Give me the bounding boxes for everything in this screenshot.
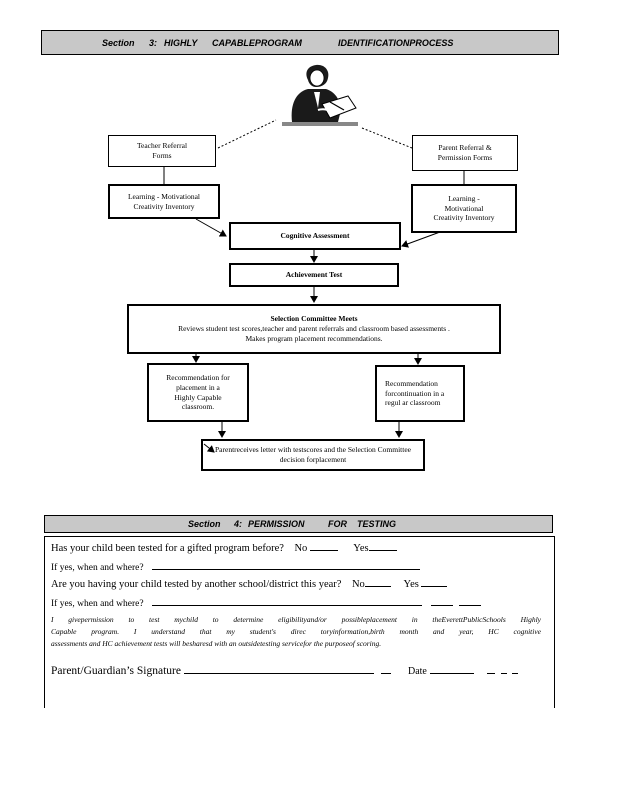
tested-before-yes-label: Yes <box>353 543 369 554</box>
section-3-header: Section 3: HIGHLY CAPABLEPROGRAM IDENTIF… <box>41 30 559 55</box>
tested-before-followup-label: If yes, when and where? <box>51 563 144 573</box>
other-district-no-label: No <box>351 579 365 590</box>
question-tested-before: Has your child been tested for a gifted … <box>51 543 284 554</box>
parent-referral-box: Parent Referral & Permission Forms <box>412 135 518 171</box>
learning-inventory-right-box: Learning - Motivational Creativity Inven… <box>411 184 517 233</box>
selection-committee-text-2: Makes program placement recommendations. <box>245 333 383 343</box>
date-label: Date <box>407 666 427 677</box>
section-3-word-2: CAPABLEPROGRAM <box>212 37 302 48</box>
teacher-referral-box: Teacher Referral Forms <box>108 135 216 167</box>
section-4-header: Section 4: PERMISSION FOR TESTING <box>44 515 553 533</box>
tested-before-when-where-field[interactable] <box>152 560 421 570</box>
selection-committee-title: Selection Committee Meets <box>270 314 358 324</box>
selection-committee-box: Selection Committee Meets Reviews studen… <box>127 304 501 354</box>
signature-field[interactable] <box>183 664 374 674</box>
section-4-word-2: FOR <box>328 519 347 529</box>
tested-before-followup-row: If yes, when and where? <box>51 560 421 573</box>
selection-committee-text-1: Reviews student test scores,teacher and … <box>178 324 450 334</box>
cognitive-assessment-box: Cognitive Assessment <box>229 222 401 250</box>
parent-receives-letter-box: Parentreceives letter with testscores an… <box>201 439 425 471</box>
date-field-4[interactable] <box>512 664 519 674</box>
section-4-number: 4: <box>234 519 243 529</box>
tested-before-no-field[interactable] <box>309 541 338 551</box>
signature-row: Parent/Guardian’s Signature Date <box>51 664 519 677</box>
teacher-clipart <box>282 64 358 126</box>
question-tested-before-row: Has your child been tested for a gifted … <box>51 541 397 554</box>
other-district-when-where-field[interactable] <box>152 596 423 606</box>
date-field-3[interactable] <box>500 664 507 674</box>
recommendation-placement-box: Recommendation for placement in a Highly… <box>147 363 249 422</box>
signature-label: Parent/Guardian’s Signature <box>51 665 181 677</box>
section-4-word-3: TESTING <box>357 519 397 529</box>
signature-field-end[interactable] <box>380 664 391 674</box>
other-district-when-where-field-2[interactable] <box>430 596 453 606</box>
other-district-when-where-field-3[interactable] <box>459 596 482 606</box>
other-district-yes-field[interactable] <box>421 577 448 587</box>
question-other-district-row: Are you having your child tested by anot… <box>51 577 448 590</box>
section-4-label: Section <box>188 519 221 529</box>
permission-line-2: Capable program. I understand that my st… <box>51 627 541 636</box>
permission-statement: I givepermission to test mychild to dete… <box>51 614 541 650</box>
date-field-2[interactable] <box>486 664 495 674</box>
section-4-word-1: PERMISSION <box>248 519 305 529</box>
tested-before-no-label: No <box>294 543 308 554</box>
section-3-number: 3: <box>149 37 158 48</box>
other-district-followup-row: If yes, when and where? <box>51 596 482 609</box>
other-district-followup-label: If yes, when and where? <box>51 599 144 609</box>
date-field[interactable] <box>429 664 474 674</box>
permission-line-3: assessments and HC achievement tests wil… <box>51 639 382 648</box>
section-3-label: Section <box>102 37 135 48</box>
learning-inventory-left-box: Learning - Motivational Creativity Inven… <box>108 184 220 219</box>
question-other-district: Are you having your child tested by anot… <box>51 579 342 590</box>
permission-form: Has your child been tested for a gifted … <box>44 536 555 708</box>
flowchart-connectors <box>163 119 465 453</box>
permission-line-1: I givepermission to test mychild to dete… <box>51 615 541 624</box>
section-3-word-3: IDENTIFICATIONPROCESS <box>338 37 454 48</box>
other-district-no-field[interactable] <box>364 577 391 587</box>
tested-before-yes-field[interactable] <box>368 541 397 551</box>
section-3-word-1: HIGHLY <box>164 37 198 48</box>
achievement-test-box: Achievement Test <box>229 263 399 287</box>
other-district-yes-label: Yes <box>403 579 419 590</box>
recommendation-continuation-box: Recommendation forcontinuation in a regu… <box>375 365 465 422</box>
